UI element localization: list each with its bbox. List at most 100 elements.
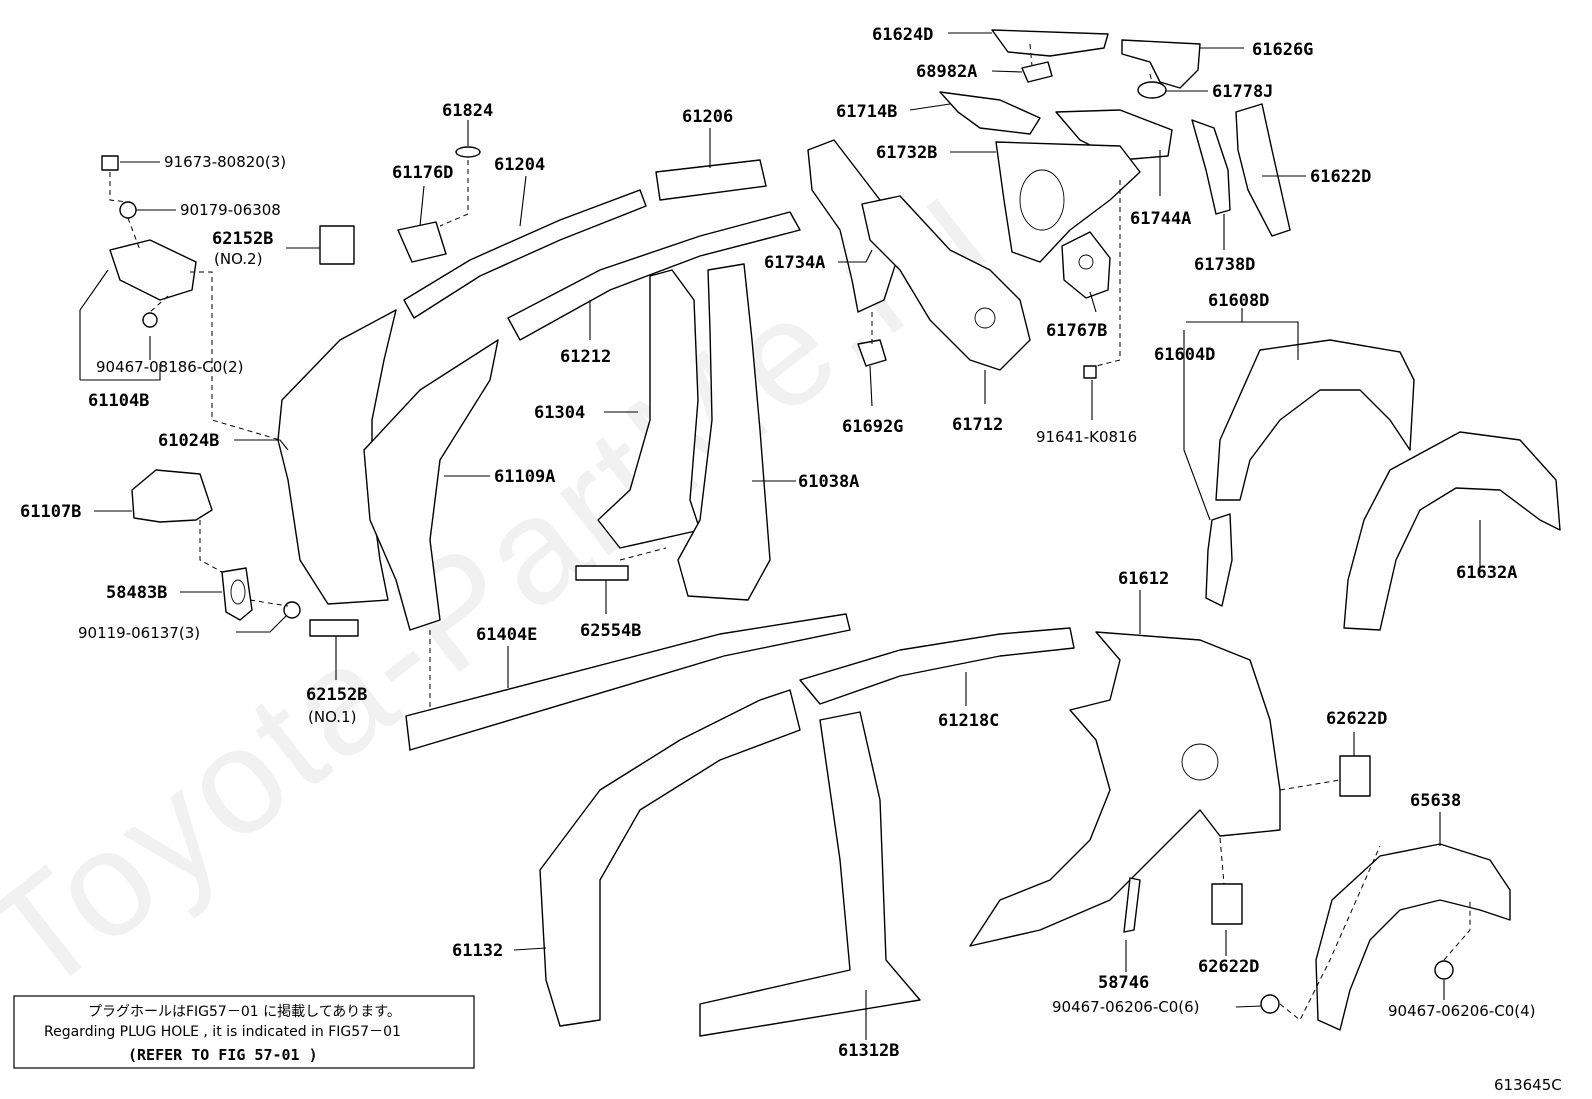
part-62554B[interactable] bbox=[575, 565, 629, 581]
part-61038A[interactable] bbox=[677, 263, 771, 601]
label-91673-80820[interactable]: 91673-80820(3) bbox=[164, 153, 286, 171]
label-62152B-no2-sub: (NO.2) bbox=[214, 250, 262, 268]
label-61024B[interactable]: 61024B bbox=[158, 431, 219, 451]
label-61632A[interactable]: 61632A bbox=[1456, 563, 1517, 583]
label-61734A[interactable]: 61734A bbox=[764, 253, 825, 273]
label-61218C[interactable]: 61218C bbox=[938, 711, 999, 731]
part-62152B-no1[interactable] bbox=[309, 619, 359, 637]
part-58746[interactable] bbox=[1123, 877, 1141, 933]
label-90179-06308[interactable]: 90179-06308 bbox=[180, 201, 281, 219]
label-61604D[interactable]: 61604D bbox=[1154, 345, 1215, 365]
part-61104B[interactable] bbox=[109, 239, 197, 301]
part-61604D[interactable] bbox=[1205, 513, 1233, 607]
part-61204[interactable] bbox=[403, 189, 647, 319]
label-61738D[interactable]: 61738D bbox=[1194, 255, 1255, 275]
part-61404E[interactable] bbox=[405, 613, 851, 751]
label-62152B-no1-sub: (NO.1) bbox=[308, 708, 356, 726]
part-62622D-lower[interactable] bbox=[1211, 883, 1243, 925]
label-61104B[interactable]: 61104B bbox=[88, 391, 149, 411]
label-61608D[interactable]: 61608D bbox=[1208, 291, 1269, 311]
label-61038A[interactable]: 61038A bbox=[798, 472, 859, 492]
label-61732B[interactable]: 61732B bbox=[876, 143, 937, 163]
label-68982A[interactable]: 68982A bbox=[916, 62, 977, 82]
label-61132[interactable]: 61132 bbox=[452, 941, 503, 961]
part-nut-90467c[interactable] bbox=[1434, 960, 1454, 980]
part-nut-90467b[interactable] bbox=[1260, 994, 1280, 1014]
label-61767B[interactable]: 61767B bbox=[1046, 321, 1107, 341]
part-61212[interactable] bbox=[507, 211, 801, 341]
part-clip-90467[interactable] bbox=[142, 312, 158, 328]
label-61107B[interactable]: 61107B bbox=[20, 502, 81, 522]
label-61622D[interactable]: 61622D bbox=[1310, 167, 1371, 187]
assembly-lines bbox=[109, 43, 1471, 1021]
label-61312B[interactable]: 61312B bbox=[838, 1041, 899, 1061]
label-61404E[interactable]: 61404E bbox=[476, 625, 537, 645]
part-shapes bbox=[101, 29, 1561, 1037]
note-line-japanese: プラグホールはFIG57－01 に掲載してあります。 bbox=[88, 1004, 401, 1020]
label-91641-K0816[interactable]: 91641-K0816 bbox=[1036, 428, 1137, 446]
part-61608D[interactable] bbox=[1215, 339, 1415, 501]
part-61107B[interactable] bbox=[131, 469, 213, 523]
label-62152B-no2[interactable]: 62152B bbox=[212, 229, 273, 249]
part-61218C[interactable] bbox=[799, 627, 1075, 705]
label-61204[interactable]: 61204 bbox=[494, 155, 545, 175]
label-61824[interactable]: 61824 bbox=[442, 101, 493, 121]
part-61692G[interactable] bbox=[857, 339, 887, 367]
part-61778J[interactable] bbox=[1137, 81, 1167, 99]
part-61734A[interactable] bbox=[807, 139, 901, 313]
part-61109A[interactable] bbox=[363, 339, 499, 631]
label-58483B[interactable]: 58483B bbox=[106, 583, 167, 603]
part-61824[interactable] bbox=[455, 146, 481, 158]
note-box: プラグホールはFIG57－01 に掲載してあります。 Regarding PLU… bbox=[13, 995, 475, 1069]
label-62554B[interactable]: 62554B bbox=[580, 621, 641, 641]
label-61692G[interactable]: 61692G bbox=[842, 417, 903, 437]
label-90467-06206-6[interactable]: 90467-06206-C0(6) bbox=[1052, 998, 1200, 1016]
label-61212[interactable]: 61212 bbox=[560, 347, 611, 367]
label-90467-08186[interactable]: 90467-08186-C0(2) bbox=[96, 358, 244, 376]
label-65638[interactable]: 65638 bbox=[1410, 791, 1461, 811]
label-61176D[interactable]: 61176D bbox=[392, 163, 453, 183]
note-line-english: Regarding PLUG HOLE , it is indicated in… bbox=[44, 1024, 401, 1040]
label-61304[interactable]: 61304 bbox=[534, 403, 585, 423]
label-62622D-lower[interactable]: 62622D bbox=[1198, 957, 1259, 977]
note-line-refer: (REFER TO FIG 57-01 ) bbox=[128, 1046, 318, 1064]
part-61206[interactable] bbox=[655, 159, 767, 201]
label-61624D[interactable]: 61624D bbox=[872, 25, 933, 45]
part-bolt-91641[interactable] bbox=[1083, 365, 1097, 379]
part-61132[interactable] bbox=[539, 689, 801, 1027]
label-61712[interactable]: 61712 bbox=[952, 415, 1003, 435]
part-68982A[interactable] bbox=[1021, 61, 1053, 83]
label-61778J[interactable]: 61778J bbox=[1212, 82, 1273, 102]
part-61624D[interactable] bbox=[991, 29, 1109, 57]
label-61626G[interactable]: 61626G bbox=[1252, 40, 1313, 60]
label-62622D-upper[interactable]: 62622D bbox=[1326, 709, 1387, 729]
label-61744A[interactable]: 61744A bbox=[1130, 209, 1191, 229]
part-61024B[interactable] bbox=[277, 309, 397, 605]
label-90467-06206-4[interactable]: 90467-06206-C0(4) bbox=[1388, 1002, 1536, 1020]
part-62152B-no2[interactable] bbox=[319, 225, 355, 265]
label-58746[interactable]: 58746 bbox=[1098, 973, 1149, 993]
part-61626G[interactable] bbox=[1121, 39, 1201, 89]
figure-code: 613645C bbox=[1494, 1076, 1562, 1094]
label-61714B[interactable]: 61714B bbox=[836, 102, 897, 122]
label-61109A[interactable]: 61109A bbox=[494, 467, 555, 487]
part-bolt-91673[interactable] bbox=[101, 155, 119, 171]
label-90119-06137[interactable]: 90119-06137(3) bbox=[78, 624, 200, 642]
part-61738D[interactable] bbox=[1191, 119, 1231, 215]
part-62622D-upper[interactable] bbox=[1339, 755, 1371, 797]
part-bolt-90119[interactable] bbox=[283, 601, 301, 619]
part-65638[interactable] bbox=[1315, 843, 1511, 1031]
label-62152B-no1[interactable]: 62152B bbox=[306, 685, 367, 705]
part-61632A[interactable] bbox=[1343, 431, 1561, 631]
part-61732B[interactable] bbox=[995, 141, 1141, 263]
part-61744A[interactable] bbox=[1055, 109, 1173, 161]
part-61612[interactable] bbox=[969, 631, 1281, 947]
part-61622D[interactable] bbox=[1235, 103, 1291, 237]
label-61206[interactable]: 61206 bbox=[682, 107, 733, 127]
part-61312B[interactable] bbox=[699, 711, 921, 1037]
part-61176D[interactable] bbox=[397, 221, 447, 263]
part-61714B[interactable] bbox=[939, 91, 1041, 135]
label-61612[interactable]: 61612 bbox=[1118, 569, 1169, 589]
part-nut-90179[interactable] bbox=[119, 201, 137, 219]
